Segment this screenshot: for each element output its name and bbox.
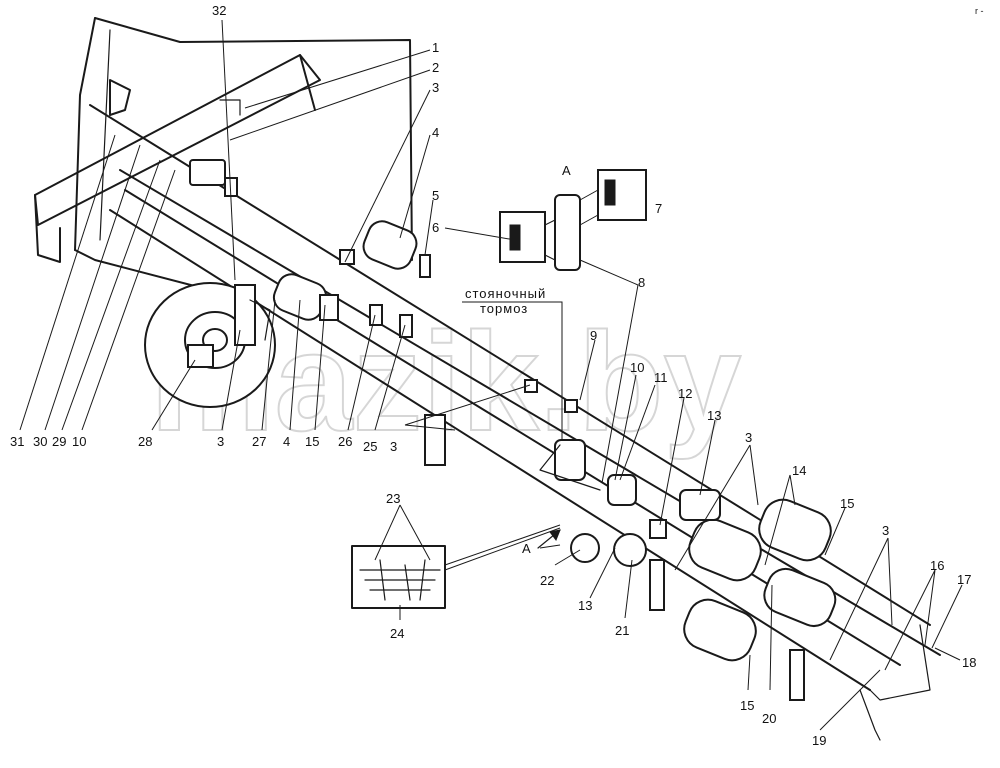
callout-10b: 10: [72, 434, 86, 449]
view-a-arrow: A: [522, 529, 561, 556]
callout-20: 20: [762, 711, 776, 726]
callout-15b: 15: [740, 698, 754, 713]
callout-17: 17: [957, 572, 971, 587]
cab-outline: [74, 17, 413, 291]
callout-3b: 3: [745, 430, 752, 445]
callout-13: 13: [707, 408, 721, 423]
callout-15: 15: [840, 496, 854, 511]
receivers: [272, 220, 837, 662]
callout-11: 11: [654, 370, 668, 385]
front-wheel: [144, 282, 276, 408]
callout-15c: 15: [305, 434, 319, 449]
callout-13b: 13: [578, 598, 592, 613]
callout-2: 2: [432, 60, 439, 75]
corner-mark: r -: [975, 6, 984, 16]
callout-4b: 4: [283, 434, 290, 449]
callout-22: 22: [540, 573, 554, 588]
inset-23-24: [351, 524, 561, 609]
callout-21: 21: [615, 623, 629, 638]
callout-19: 19: [812, 733, 826, 748]
callout-32: 32: [212, 3, 226, 18]
callout-3c: 3: [882, 523, 889, 538]
view-a-arrow-label: A: [522, 541, 531, 556]
callout-12: 12: [678, 386, 692, 401]
callout-3e: 3: [390, 439, 397, 454]
callout-9: 9: [590, 328, 597, 343]
callout-28: 28: [138, 434, 152, 449]
caption-line1: стояночный: [465, 286, 546, 301]
callout-1: 1: [432, 40, 439, 55]
callout-16: 16: [930, 558, 944, 573]
detail-a: [499, 169, 647, 271]
callout-14: 14: [792, 463, 806, 478]
callout-4: 4: [432, 125, 439, 140]
callouts: 32 1 2 3 4 5 A 7 6 8 9 10 11 12 13 3 14 …: [10, 3, 976, 748]
parking-brake-caption: стояночный тормоз: [462, 286, 563, 440]
callout-31: 31: [10, 434, 24, 449]
callout-29: 29: [52, 434, 66, 449]
callout-25: 25: [363, 439, 377, 454]
callout-3d: 3: [217, 434, 224, 449]
callout-24: 24: [390, 626, 404, 641]
callout-10: 10: [630, 360, 644, 375]
callout-27: 27: [252, 434, 266, 449]
callout-3: 3: [432, 80, 439, 95]
callout-8: 8: [638, 275, 645, 290]
callout-5: 5: [432, 188, 439, 203]
leader-lines: [19, 19, 963, 731]
callout-26: 26: [338, 434, 352, 449]
callout-7: 7: [655, 201, 662, 216]
view-marker-a: A: [562, 163, 571, 178]
callout-6: 6: [432, 220, 439, 235]
callout-30: 30: [33, 434, 47, 449]
callout-23: 23: [386, 491, 400, 506]
callout-18: 18: [962, 655, 976, 670]
caption-line2: тормоз: [480, 301, 528, 316]
